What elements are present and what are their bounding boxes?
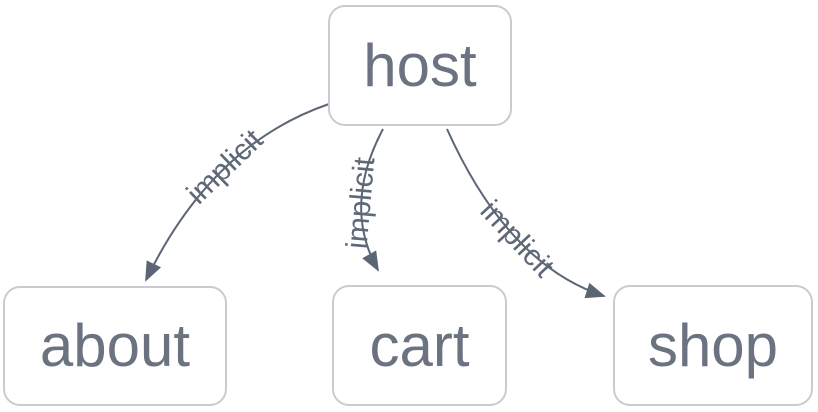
node-host-label: host [363, 31, 477, 99]
edge-host-about [145, 103, 330, 282]
edge-label-host-shop: implicit [474, 194, 561, 284]
node-cart-label: cart [369, 311, 470, 379]
edge-host-shop [446, 128, 606, 299]
node-about-label: about [39, 312, 191, 379]
node-shop: shop [613, 285, 813, 406]
edge-label-host-cart: implicit [341, 155, 382, 250]
edge-host-cart [360, 128, 384, 272]
node-cart: cart [332, 285, 507, 406]
node-shop-label: shop [647, 311, 779, 379]
node-about: about [3, 286, 227, 406]
node-host: host [328, 5, 512, 126]
edge-label-host-about: implicit [181, 123, 270, 211]
